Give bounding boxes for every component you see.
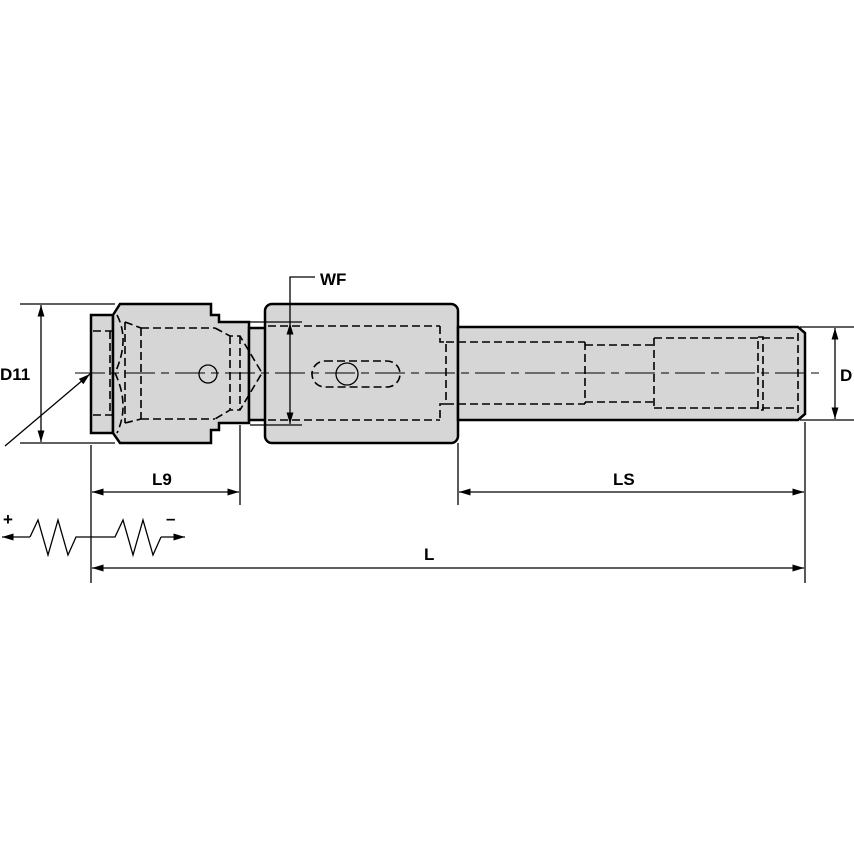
plus-sign: +	[3, 510, 13, 529]
dimension-l: L	[92, 545, 804, 572]
dimension-d: D	[800, 326, 854, 421]
label-wf: WF	[320, 270, 346, 289]
dimension-d11: D11	[0, 303, 115, 447]
dimension-ls: LS	[457, 422, 806, 583]
dimension-wf: WF	[250, 270, 346, 426]
label-d: D	[840, 366, 852, 385]
label-l: L	[424, 545, 434, 564]
dimension-l9: L9	[90, 425, 241, 583]
slot	[311, 360, 401, 388]
label-ls: LS	[613, 470, 635, 489]
pin-hole	[198, 364, 218, 384]
adjustment-spring-symbol: + –	[2, 509, 185, 558]
tool-body	[89, 302, 807, 445]
label-d11: D11	[0, 365, 30, 384]
slot-pin	[335, 362, 359, 386]
minus-sign: –	[166, 509, 175, 528]
label-l9: L9	[152, 470, 172, 489]
